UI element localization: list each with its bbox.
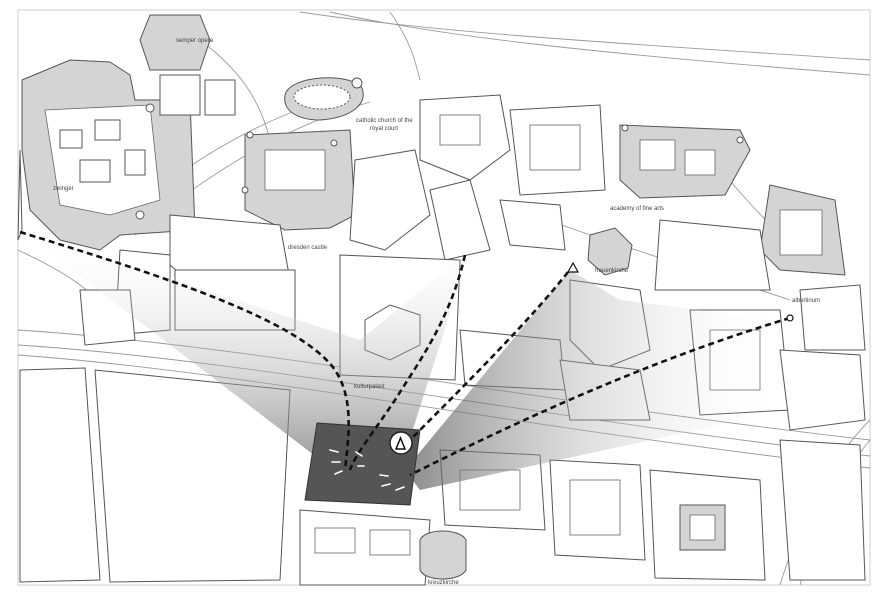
triangle-marker-icon bbox=[566, 261, 580, 273]
label-catholic-church-1: catholic church of the bbox=[356, 118, 413, 124]
label-zwinger: zwinger bbox=[53, 186, 74, 192]
label-catholic-church-2: royal court bbox=[370, 126, 398, 132]
sightline-albertinum bbox=[409, 316, 791, 477]
sightline-castle bbox=[348, 254, 467, 471]
view-rays bbox=[329, 449, 405, 491]
dresden-castle bbox=[241, 129, 356, 231]
catholic-church bbox=[284, 77, 364, 121]
label-dresden-castle: dresden castle bbox=[288, 245, 328, 251]
label-albertinum: albertinum bbox=[792, 298, 820, 304]
sight-lines bbox=[19, 230, 791, 477]
label-kulturpalast: kulturpalast bbox=[354, 384, 385, 390]
kreuzkirche-building bbox=[419, 530, 467, 580]
label-frauenkirche: frauenkirche bbox=[595, 268, 629, 274]
endpoint-marker-icon bbox=[786, 314, 794, 322]
albertinum bbox=[759, 184, 846, 276]
label-academy: academy of fine arts bbox=[610, 206, 664, 212]
sightline-zwinger bbox=[19, 230, 350, 471]
academy-of-fine-arts bbox=[619, 124, 751, 199]
view-cones bbox=[20, 230, 790, 490]
zwinger-complex bbox=[21, 59, 196, 251]
viewpoint-icon[interactable] bbox=[389, 431, 413, 455]
label-semper-opera: semper opera bbox=[176, 38, 214, 44]
sightline-frauenkirche bbox=[409, 271, 570, 441]
map-labels: semper opera catholic church of the roya… bbox=[53, 38, 820, 586]
frauenkirche-building bbox=[587, 227, 633, 276]
semper-opera bbox=[139, 14, 236, 116]
label-kreuzkirche: kreuzkirche bbox=[428, 580, 459, 586]
